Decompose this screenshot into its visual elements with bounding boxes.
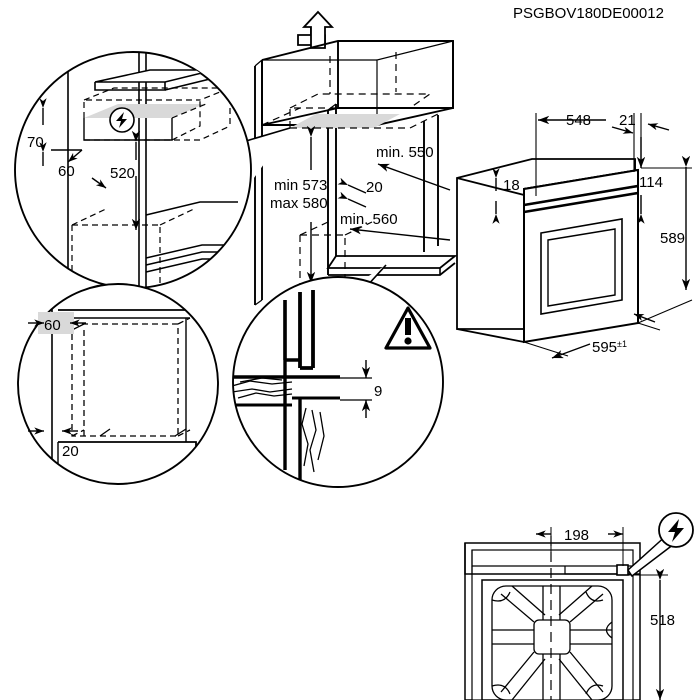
dim-520: 520 — [110, 165, 135, 182]
dim-21: 21 — [619, 112, 636, 129]
lightning-bolt-icon — [627, 512, 694, 578]
airflow-up-arrow-icon — [297, 10, 335, 49]
detail-top-left-group: 70 60 520 — [14, 51, 252, 289]
dim-70: 70 — [27, 134, 44, 151]
dim-niche-width: min. 560 — [340, 211, 398, 228]
warning-triangle-icon — [384, 306, 432, 350]
dim-9: 9 — [374, 383, 382, 400]
lightning-bolt-icon — [109, 107, 135, 133]
drawing-title: PSGBOV180DE00012 — [513, 5, 664, 22]
detail-top-left-dimensions: 70 60 520 — [27, 98, 141, 230]
dim-60-base: 60 — [44, 317, 61, 334]
rear-view-dimensions: 198 518 — [536, 527, 675, 700]
dim-niche-height-line2: max 580 — [270, 195, 328, 212]
oven-unit-group — [456, 158, 639, 344]
dim-niche-gap: 20 — [366, 179, 383, 196]
dim-20-base: 20 — [62, 443, 79, 460]
oven-dimensions: 548 21 18 114 589 595±1 — [492, 112, 693, 359]
detail-center-group: 9 — [232, 276, 444, 488]
detail-bottom-left-group: 60 20 — [17, 283, 219, 485]
dim-niche-height-line1: min 573 — [274, 177, 327, 194]
dim-niche-depth: min. 550 — [376, 144, 434, 161]
dim-198: 198 — [564, 527, 589, 544]
dim-18: 18 — [503, 177, 520, 194]
detail-bottom-left-dimensions: 60 20 — [28, 312, 86, 460]
electrical-zone-shaded — [290, 114, 400, 128]
cabinet-niche-dimensions: min 573 max 580 min. 550 20 min. 560 — [270, 125, 451, 283]
rear-view-group — [464, 536, 641, 700]
dim-518: 518 — [650, 612, 675, 629]
dim-589: 589 — [660, 230, 685, 247]
dim-595: 595±1 — [592, 339, 627, 356]
dim-114: 114 — [639, 174, 663, 191]
cabinet-niche-group — [254, 10, 458, 306]
dim-60: 60 — [58, 163, 75, 180]
dim-548: 548 — [566, 112, 591, 129]
detail-center-dimensions: 9 — [340, 360, 382, 418]
